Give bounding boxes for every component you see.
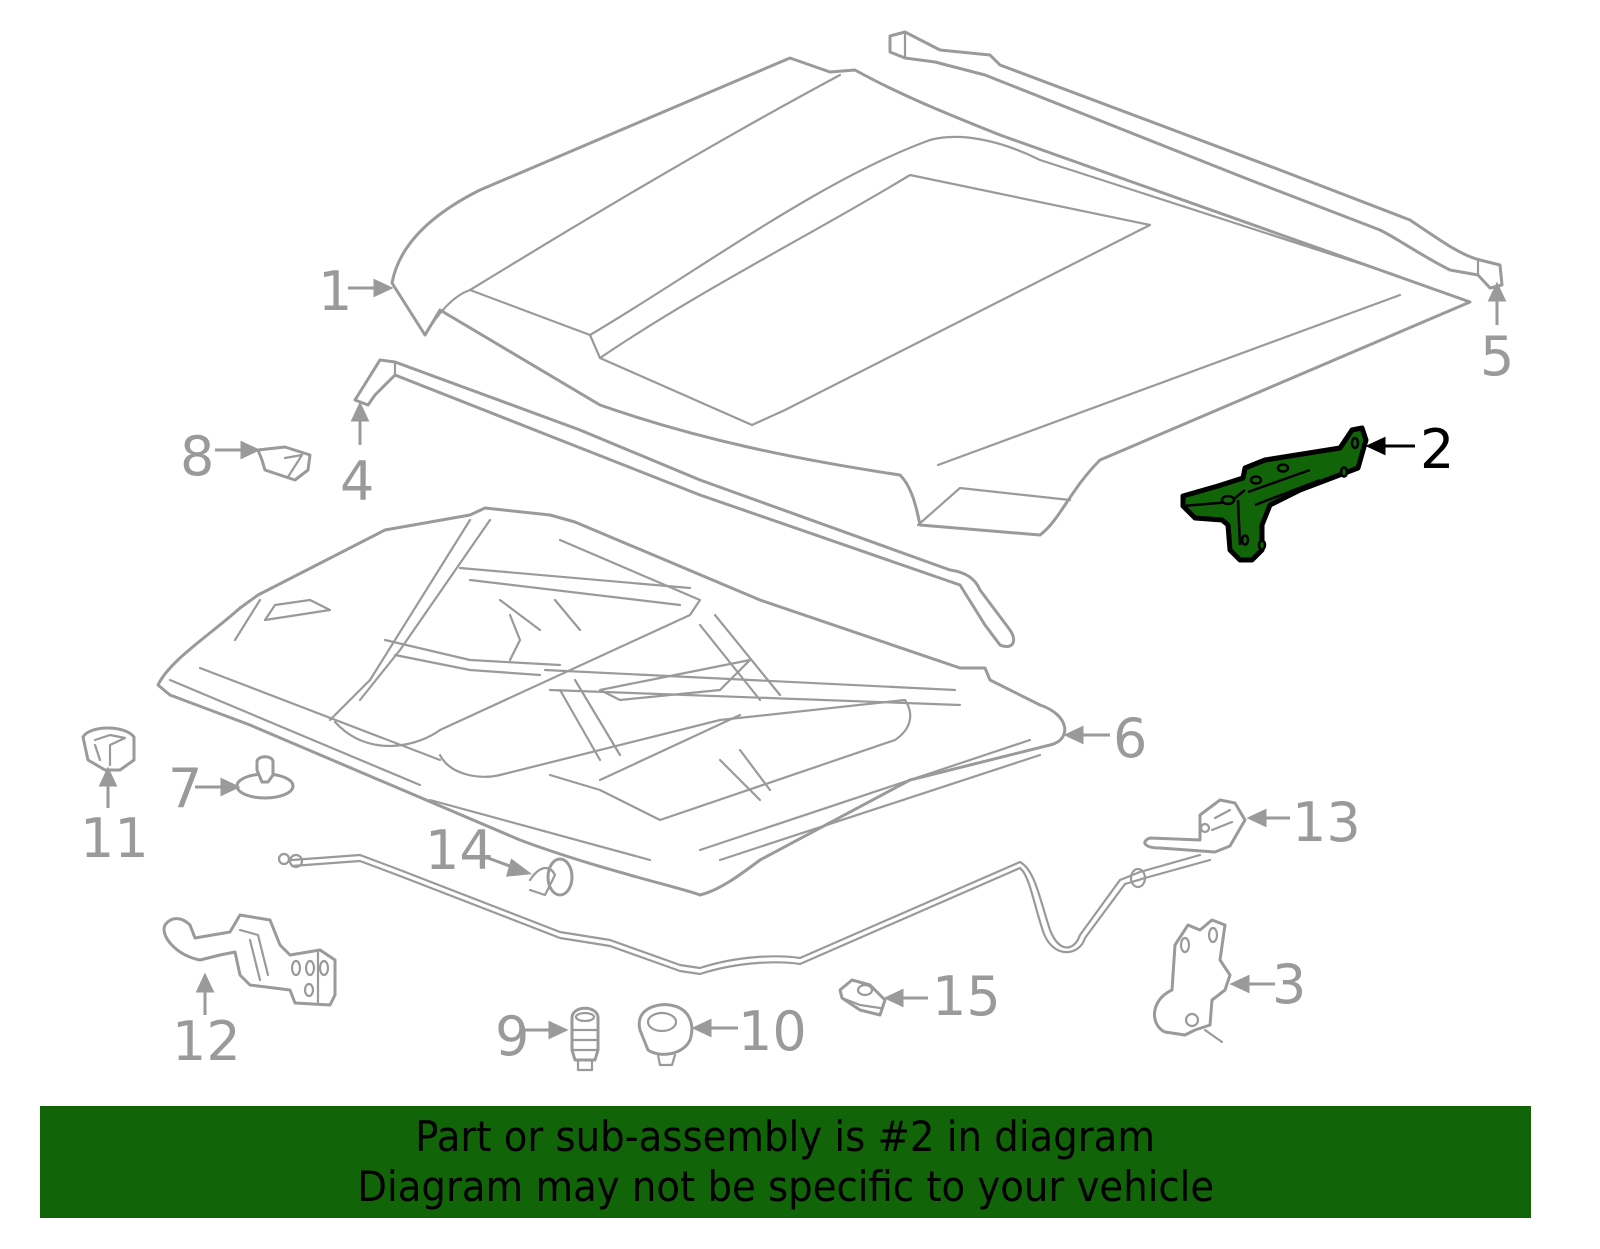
part-4-hood-seal[interactable]: [353, 358, 1016, 648]
part-7-insulator-retainer[interactable]: [235, 755, 295, 800]
callout-15[interactable]: 15: [932, 965, 1001, 1028]
part-12-hood-hinge[interactable]: [162, 913, 337, 1007]
callout-10[interactable]: 10: [738, 1000, 807, 1063]
callout-12[interactable]: 12: [172, 1010, 241, 1073]
part-11-retainer-clip[interactable]: [81, 726, 136, 772]
callout-4[interactable]: 4: [340, 450, 375, 513]
callout-2[interactable]: 2: [1420, 418, 1455, 481]
part-6-hood-insulator[interactable]: [156, 506, 1067, 897]
part-10-hood-bumper[interactable]: [637, 1003, 694, 1067]
banner-line-part-info: Part or sub-assembly is #2 in diagram: [415, 1112, 1156, 1161]
part-1-hood-panel[interactable]: [390, 56, 1472, 537]
callout-3[interactable]: 3: [1272, 953, 1307, 1016]
callout-13[interactable]: 13: [1292, 791, 1361, 854]
release-cable[interactable]: [277, 852, 1212, 976]
part-3-hood-latch[interactable]: [1153, 918, 1232, 1044]
callout-arrows: [98, 278, 1507, 1040]
part-9-adjustable-bumper[interactable]: [570, 1006, 600, 1072]
callout-11[interactable]: 11: [80, 807, 149, 870]
banner-line-disclaimer: Diagram may not be specific to your vehi…: [357, 1162, 1214, 1211]
part-8-bumper-bracket[interactable]: [256, 445, 312, 482]
callout-14[interactable]: 14: [425, 819, 494, 882]
callout-7[interactable]: 7: [168, 757, 203, 820]
part-5-rear-seal[interactable]: [888, 30, 1504, 290]
part-13-release-handle[interactable]: [1143, 798, 1247, 854]
parts-diagram: [81, 30, 1507, 1072]
callout-6[interactable]: 6: [1113, 707, 1148, 770]
part-2-hood-hinge-bracket[interactable]: [1180, 425, 1369, 563]
info-banner: Part or sub-assembly is #2 in diagram Di…: [40, 1106, 1531, 1218]
callout-1[interactable]: 1: [318, 260, 353, 323]
part-14-cable-clip[interactable]: [528, 857, 574, 897]
callout-arrow-2: [1365, 436, 1415, 456]
part-15-nut-clip[interactable]: [838, 978, 887, 1017]
callout-9[interactable]: 9: [495, 1005, 530, 1068]
callout-5[interactable]: 5: [1480, 325, 1515, 388]
callout-8[interactable]: 8: [180, 425, 215, 488]
